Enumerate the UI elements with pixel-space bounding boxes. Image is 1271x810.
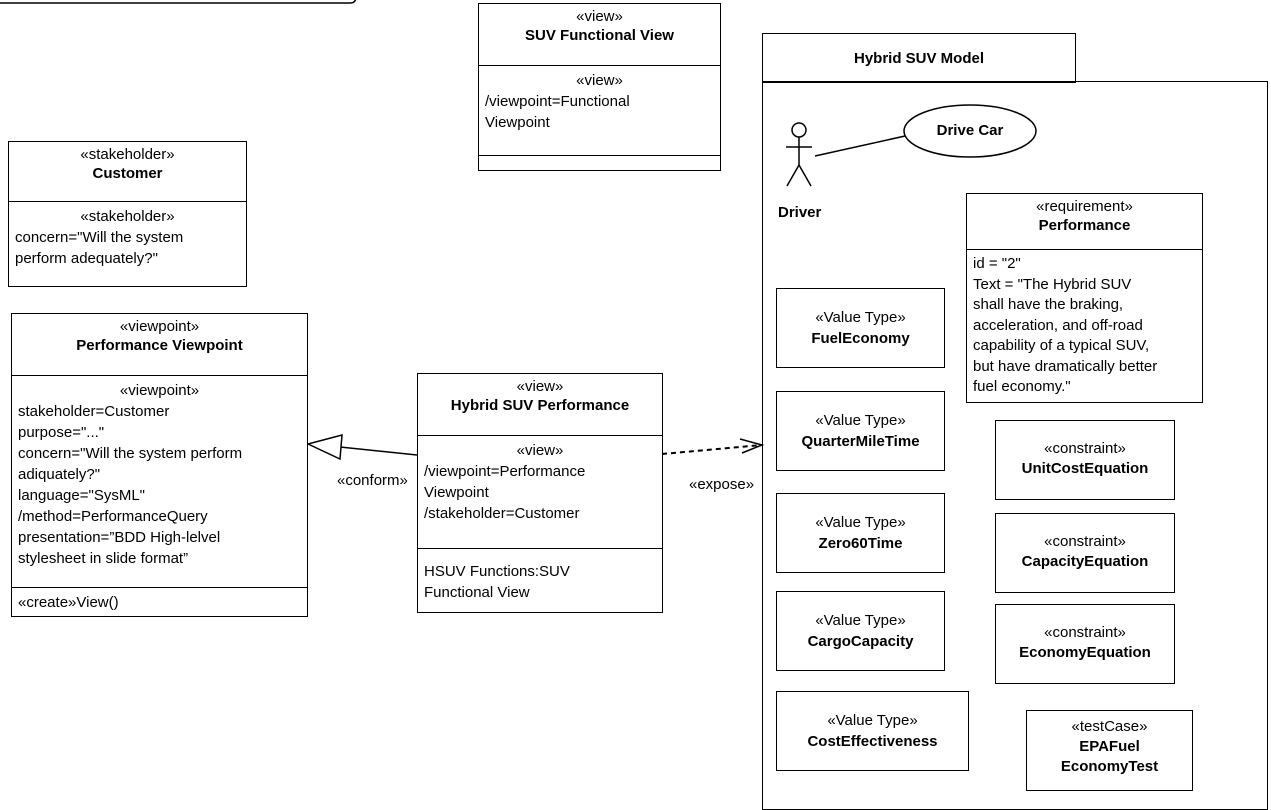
block-name: CapacityEquation (1021, 553, 1149, 570)
stereotype-label: «constraint» (1044, 624, 1126, 641)
part-line: HSUV Functions:SUV (424, 563, 570, 580)
value-type-block[interactable]: «Value Type» Zero60Time (776, 493, 945, 573)
stereotype-label: «stakeholder» (80, 146, 175, 163)
attr-line: /viewpoint=Functional (485, 93, 630, 110)
partial-frame-corner (0, 0, 357, 4)
stereotype-label: «constraint» (1044, 440, 1126, 457)
block-name: Customer (92, 165, 163, 182)
attr-stereotype: «view» (576, 72, 623, 89)
attr-line: Viewpoint (485, 114, 550, 131)
attr-stereotype: «stakeholder» (80, 208, 175, 225)
attr-line: perform adequately?" (15, 250, 158, 267)
driver-actor-figure (786, 122, 812, 187)
performance-viewpoint-block[interactable]: «viewpoint» Performance Viewpoint «viewp… (11, 313, 308, 617)
empty-compartment (479, 155, 720, 191)
use-case-label[interactable]: Drive Car (936, 122, 1004, 139)
driver-actor-label: Driver (778, 204, 822, 221)
requirement-line: acceleration, and off-road (973, 316, 1143, 334)
value-type-block[interactable]: «Value Type» FuelEconomy (776, 288, 945, 368)
operation-line: «create»View() (18, 594, 119, 611)
use-case-ellipse (903, 104, 1037, 158)
part-line: Functional View (424, 584, 530, 601)
stereotype-label: «Value Type» (815, 309, 906, 326)
expose-line (661, 444, 763, 455)
driver-usecase-association (814, 135, 906, 157)
stereotype-label: «viewpoint» (119, 318, 200, 335)
block-name: EPAFuel (1079, 738, 1140, 755)
attr-line: /stakeholder=Customer (424, 505, 580, 522)
block-name: EconomyTest (1060, 758, 1159, 775)
requirement-line: but have dramatically better (973, 357, 1158, 375)
attr-line: stakeholder=Customer (18, 403, 170, 420)
stereotype-label: «view» (516, 378, 564, 395)
block-name: UnitCostEquation (1021, 460, 1149, 477)
attr-line: purpose="..." (18, 424, 105, 441)
stereotype-label: «constraint» (1044, 533, 1126, 550)
stereotype-label: «testCase» (1071, 718, 1148, 735)
hybrid-suv-performance-view-block[interactable]: «view» Hybrid SUV Performance «view» /vi… (417, 373, 663, 613)
block-name: Hybrid SUV Performance (450, 397, 630, 414)
requirement-line: shall have the braking, (973, 296, 1124, 313)
attr-line: stylesheet in slide format” (18, 550, 189, 567)
constraint-block[interactable]: «constraint» CapacityEquation (995, 513, 1175, 593)
block-name: EconomyEquation (1019, 644, 1151, 661)
block-name: FuelEconomy (811, 330, 910, 347)
hybrid-suv-model-package-tab[interactable]: Hybrid SUV Model (762, 33, 1076, 83)
block-name: Zero60Time (818, 535, 903, 552)
test-case-block[interactable]: «testCase» EPAFuel EconomyTest (1026, 710, 1193, 791)
attr-line: /viewpoint=Performance (424, 463, 586, 480)
value-type-block[interactable]: «Value Type» CargoCapacity (776, 591, 945, 671)
package-title: Hybrid SUV Model (853, 50, 984, 67)
block-name: QuarterMileTime (801, 433, 920, 450)
expose-label: «expose» (689, 476, 755, 493)
suv-functional-view-block[interactable]: «view» SUV Functional View «view» /viewp… (478, 3, 721, 171)
value-type-block[interactable]: «Value Type» QuarterMileTime (776, 391, 945, 471)
requirement-line: id = "2" (973, 255, 1021, 272)
attr-line: concern="Will the system perform (18, 445, 243, 462)
value-type-block[interactable]: «Value Type» CostEffectiveness (776, 691, 969, 771)
stereotype-label: «Value Type» (815, 412, 906, 429)
conform-label: «conform» (337, 472, 408, 489)
conform-line (339, 446, 418, 456)
attr-line: Viewpoint (424, 484, 489, 501)
attr-line: language="SysML" (18, 487, 145, 504)
attr-line: adiquately?" (18, 466, 101, 483)
stereotype-label: «Value Type» (815, 612, 906, 629)
block-name: CostEffectiveness (807, 733, 938, 750)
attr-stereotype: «view» (516, 442, 564, 459)
requirement-line: Text = "The Hybrid SUV (973, 275, 1132, 293)
requirement-line: capability of a typical SUV, (973, 337, 1150, 354)
attr-line: /method=PerformanceQuery (18, 508, 208, 525)
attr-stereotype: «viewpoint» (119, 382, 200, 399)
constraint-block[interactable]: «constraint» EconomyEquation (995, 604, 1175, 684)
stereotype-label: «requirement» (1036, 198, 1133, 215)
attr-line: presentation=”BDD High-lelvel (18, 529, 221, 546)
block-name: SUV Functional View (525, 27, 674, 44)
stereotype-label: «view» (576, 8, 623, 25)
stereotype-label: «Value Type» (815, 514, 906, 531)
attr-line: concern="Will the system (15, 229, 184, 246)
conform-arrowhead (305, 434, 343, 461)
requirement-line: fuel economy." (973, 378, 1071, 395)
customer-stakeholder-block[interactable]: «stakeholder» Customer «stakeholder» con… (8, 141, 247, 287)
block-name: CargoCapacity (807, 633, 914, 650)
block-name: Performance (1038, 217, 1131, 234)
block-name: Performance Viewpoint (76, 337, 243, 354)
constraint-block[interactable]: «constraint» UnitCostEquation (995, 420, 1175, 500)
performance-requirement-block[interactable]: «requirement» Performance id = "2" Text … (966, 193, 1203, 403)
stereotype-label: «Value Type» (827, 712, 918, 729)
